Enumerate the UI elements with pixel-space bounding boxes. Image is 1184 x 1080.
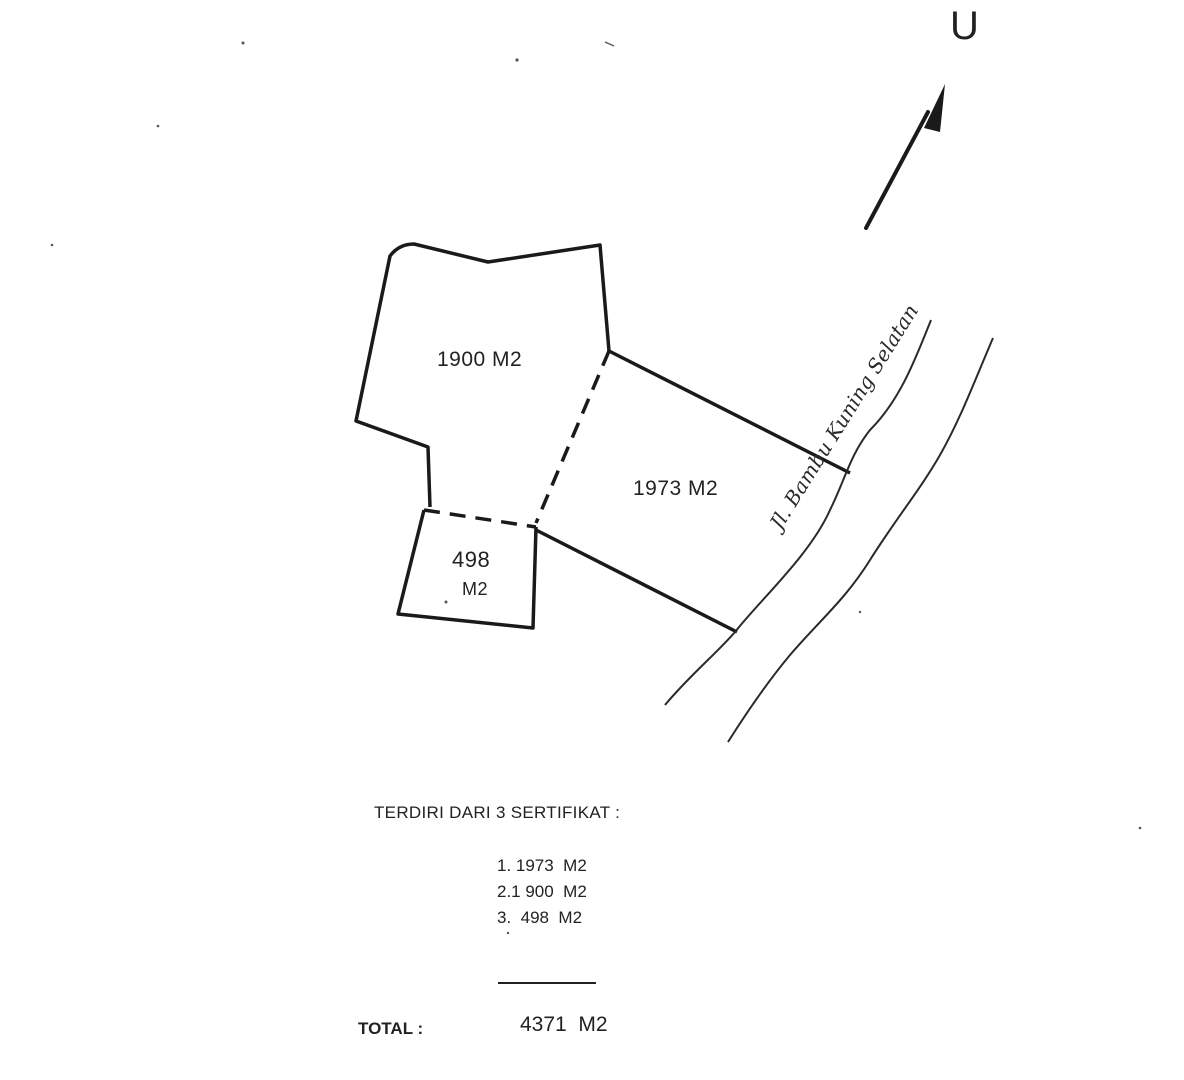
plot-1900-boundary [354, 242, 611, 508]
certificate-item: 3. 498 M2 [497, 908, 583, 927]
total-divider [498, 982, 596, 984]
plot-498-label-number: 498 [452, 547, 491, 572]
scan-specks [50, 41, 1142, 935]
north-arrow-icon [864, 84, 945, 230]
plot-1900-label: 1900 M2 [437, 348, 523, 371]
plot-498-label-unit: M2 [462, 579, 489, 599]
certificates-heading: TERDIRI DARI 3 SERTIFIKAT : [374, 803, 621, 822]
certificate-item: 2.1 900 M2 [497, 882, 587, 901]
total-value: 4371 M2 [520, 1013, 608, 1036]
road-edge-west [664, 319, 932, 706]
dashed-boundary-1900-1973 [534, 350, 611, 524]
dashed-boundary-1900-498 [423, 508, 537, 529]
plot-1973-south-boundary [535, 528, 738, 634]
plot-1973-north-boundary [608, 349, 851, 475]
plot-1973-label: 1973 M2 [633, 477, 719, 500]
certificate-item: 1. 1973 M2 [497, 856, 587, 875]
plot-498-boundary [396, 509, 538, 630]
total-label: TOTAL : [358, 1019, 424, 1038]
north-label: U [950, 4, 979, 48]
road-edge-east [727, 337, 994, 743]
